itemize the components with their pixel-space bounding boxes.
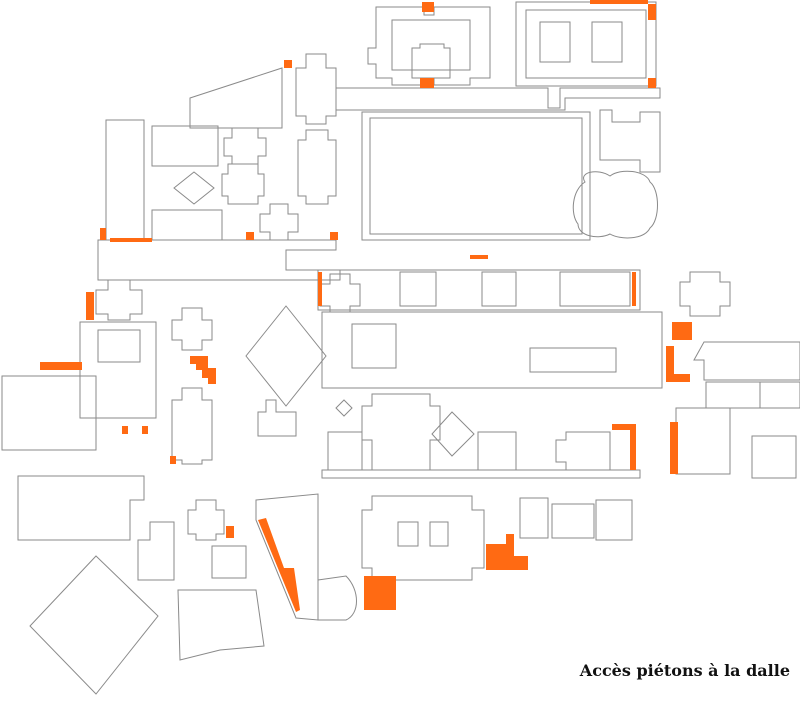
- building-north-cross-5: [297, 129, 337, 205]
- building-southwest-square: [211, 545, 247, 579]
- building-east-office-2: [759, 381, 800, 409]
- building-round-east: [572, 170, 658, 239]
- building-southwest-diamond: [29, 555, 159, 695]
- building-south-square: [477, 431, 517, 471]
- building-south-diamond: [431, 411, 475, 457]
- plaza-central-inner: [369, 117, 583, 235]
- building-west-cross: [95, 279, 143, 321]
- access-northeast-top: [590, 0, 648, 4]
- access-north-tower-top: [422, 2, 434, 12]
- plaza-central-south: [321, 311, 663, 389]
- access-central-row-north: [470, 255, 488, 259]
- building-south-east-2: [551, 503, 595, 539]
- building-east-office-4: [751, 435, 797, 479]
- access-east-corner: [666, 346, 690, 382]
- access-southwest-cross: [226, 526, 234, 538]
- building-central-row-cross-3: [481, 271, 517, 307]
- plaza-central-large: [361, 111, 591, 241]
- access-west-stairs: [190, 356, 216, 384]
- walkway-south-central: [321, 469, 641, 479]
- building-west-cross-3: [171, 387, 213, 465]
- building-south-main-court-2: [429, 521, 449, 547]
- building-south-cross-large: [361, 393, 441, 471]
- access-northeast-bottom: [648, 78, 656, 88]
- building-central-small: [257, 399, 297, 437]
- building-east-cross: [679, 271, 731, 317]
- building-north-tower-inner: [411, 43, 451, 79]
- building-southwest-stepped: [137, 521, 175, 581]
- access-north-cross-corner: [330, 232, 338, 240]
- building-northwest-cross-3: [259, 203, 299, 241]
- access-south-wedge: [258, 518, 300, 612]
- access-west-cross: [86, 292, 94, 320]
- walkway-north: [335, 87, 661, 111]
- access-south-cross-east: [612, 424, 636, 470]
- building-east-office-1: [705, 381, 761, 409]
- building-north-cross-4: [295, 53, 337, 125]
- access-central-row-east: [632, 272, 636, 306]
- building-west-window-block: [97, 329, 141, 363]
- building-east-office-3: [675, 407, 731, 475]
- access-north-tower-bottom: [420, 78, 434, 88]
- building-northwest-bar: [105, 119, 145, 241]
- building-south-main-court-1: [397, 521, 419, 547]
- access-west-gate-right: [142, 426, 148, 434]
- building-northeast-court-1: [539, 21, 571, 63]
- building-west-large: [1, 375, 97, 451]
- building-south-main: [361, 495, 485, 581]
- access-west-small: [170, 456, 176, 464]
- building-northwest-low: [151, 209, 223, 241]
- building-northeast-inner: [525, 9, 647, 79]
- building-west-office: [79, 321, 157, 419]
- building-southwest-irregular: [177, 589, 265, 661]
- building-northwest-long: [189, 67, 283, 129]
- building-diamond-small: [335, 399, 353, 417]
- building-northwest-cross-1: [223, 127, 267, 165]
- building-west-cross-2: [171, 307, 213, 351]
- access-central-row-west: [318, 272, 322, 306]
- building-central-row-cross-4: [559, 271, 631, 307]
- building-north-tower-ring: [391, 19, 471, 71]
- access-northeast-corner: [648, 4, 656, 20]
- map-title: Accès piétons à la dalle: [579, 661, 790, 680]
- access-northwest-corner: [100, 228, 106, 240]
- building-central-rect: [529, 347, 617, 373]
- access-south-east-stairs: [486, 534, 528, 570]
- access-north-west-small: [284, 60, 292, 68]
- building-south-ring: [327, 431, 363, 471]
- building-central-square: [351, 323, 397, 369]
- access-northwest-bottom: [110, 238, 152, 242]
- building-southwest-cross: [187, 499, 225, 541]
- building-south-curve: [317, 575, 357, 621]
- walkway-northwest: [97, 239, 341, 281]
- building-northeast-court-2: [591, 21, 623, 63]
- building-outlines: [1, 1, 800, 695]
- building-south-cross-east: [555, 431, 611, 471]
- access-northwest-cross: [246, 232, 254, 240]
- access-south-main: [364, 576, 396, 610]
- pedestrian-access-points: [40, 0, 692, 612]
- building-northwest-rect: [151, 125, 219, 167]
- building-northwest-diamond: [173, 171, 215, 205]
- building-central-row: [317, 269, 641, 311]
- building-southwest-large: [17, 475, 145, 541]
- building-northeast-block: [515, 1, 657, 87]
- access-east-office: [670, 422, 678, 474]
- building-central-row-cross-2: [399, 271, 437, 307]
- building-south-east-3: [595, 499, 633, 541]
- building-north-tower: [367, 6, 491, 86]
- building-south-east-1: [519, 497, 549, 539]
- building-diamond-central: [245, 305, 327, 407]
- access-west-office: [40, 362, 82, 370]
- building-east-annex: [599, 109, 661, 173]
- access-east-square: [672, 322, 692, 340]
- access-west-gate-left: [122, 426, 128, 434]
- building-northwest-cross-2: [221, 163, 265, 205]
- building-south-wedge: [255, 493, 319, 621]
- building-east-wing: [693, 341, 800, 381]
